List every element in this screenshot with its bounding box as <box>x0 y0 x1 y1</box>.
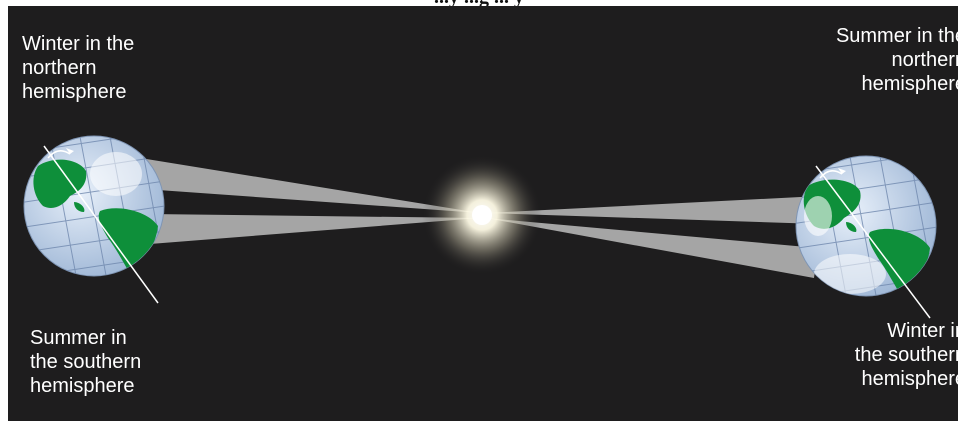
label-right-bottom: Winter in the southern hemisphere <box>855 319 958 391</box>
earth-orbit-diagram <box>8 6 958 421</box>
label-left-bottom: Summer in the southern hemisphere <box>30 326 141 398</box>
diagram-panel: Winter in the northern hemisphere Summer… <box>8 6 958 421</box>
label-left-top: Winter in the northern hemisphere <box>22 32 134 104</box>
label-right-top: Summer in the northern hemisphere <box>836 24 958 96</box>
sun-icon <box>422 155 542 275</box>
earth-globe-icon <box>778 146 958 318</box>
